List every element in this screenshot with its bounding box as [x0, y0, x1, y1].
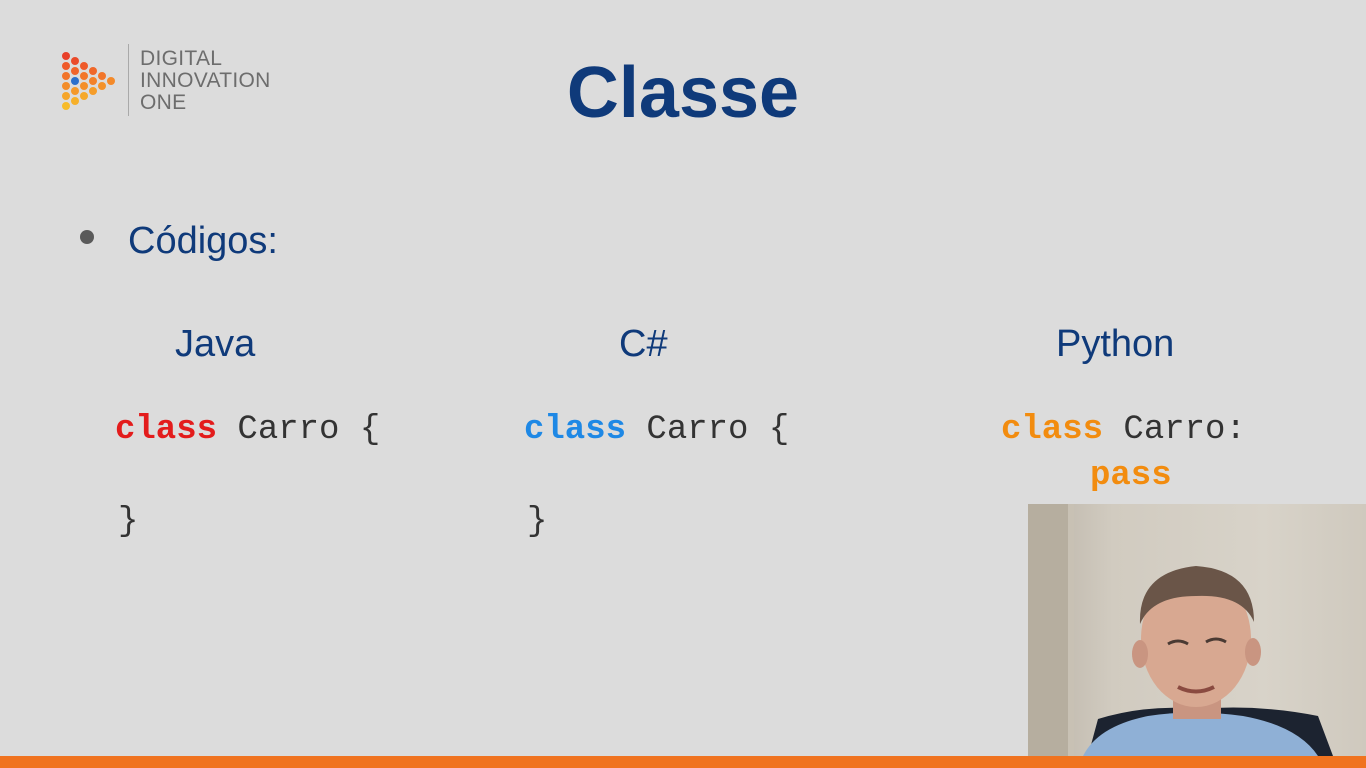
brand-logo: DIGITAL INNOVATION ONE: [58, 44, 298, 118]
java-line-1-rest: Carro {: [217, 411, 381, 449]
logo-line-1: DIGITAL: [140, 47, 223, 70]
bottom-accent-bar: [0, 756, 1366, 768]
slide-title: Classe: [566, 53, 800, 133]
python-code-line-1: class Carro:: [1001, 410, 1246, 450]
java-code-line-1: class Carro {: [115, 410, 380, 450]
logo-line-3: ONE: [140, 91, 187, 114]
java-code-line-2: }: [118, 503, 139, 541]
csharp-code-line-1: class Carro {: [524, 410, 789, 450]
language-heading-python: Python: [1056, 323, 1175, 365]
presenter-webcam: [1028, 504, 1366, 756]
csharp-code-line-2: }: [527, 503, 548, 541]
java-keyword: class: [115, 411, 218, 449]
play-dots-logo-icon: [62, 52, 115, 110]
presenter-video-icon: [1028, 504, 1333, 756]
python-keyword: class: [1001, 411, 1104, 449]
language-heading-csharp: C#: [619, 323, 668, 365]
csharp-line-1-rest: Carro {: [626, 411, 790, 449]
bullet-text: Códigos:: [128, 220, 278, 262]
logo-line-2: INNOVATION: [140, 69, 271, 92]
bullet-dot: [80, 230, 94, 244]
language-heading-java: Java: [175, 323, 256, 365]
logo-divider: [128, 44, 129, 116]
python-code-line-2: pass: [1090, 457, 1172, 495]
python-line-1-rest: Carro:: [1103, 411, 1246, 449]
csharp-keyword: class: [524, 411, 627, 449]
logo-wordmark: DIGITAL INNOVATION ONE: [140, 48, 271, 114]
